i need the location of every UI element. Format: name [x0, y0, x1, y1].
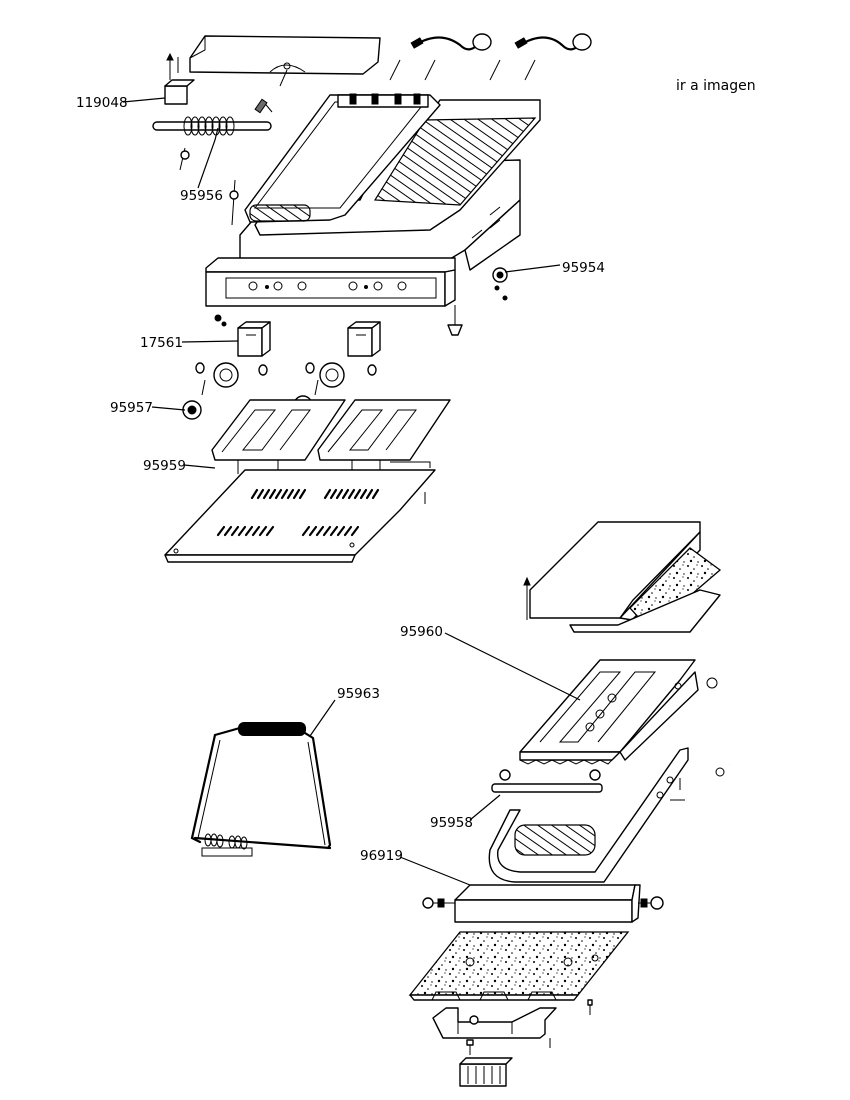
- top-cover: [189, 35, 381, 87]
- thermostat-part-95954: [214, 267, 508, 336]
- callout-95963: 95963: [337, 686, 380, 702]
- callout-labels: 119048 95956 95954 17561 95957 95959 959…: [76, 95, 605, 864]
- callout-95958: 95958: [430, 815, 473, 831]
- hinge-rod-with-springs: [152, 116, 272, 226]
- upper-cover-assembly: [523, 521, 722, 633]
- callout-95959: 95959: [143, 458, 186, 474]
- hinge-screws: [164, 52, 273, 114]
- handle-frame-95958: [488, 747, 689, 883]
- heating-elements-95959: [211, 399, 451, 474]
- callout-95957: 95957: [110, 400, 153, 416]
- callout-leaders: [122, 97, 581, 886]
- switch-boxes-17561: [237, 321, 381, 357]
- go-to-image-link[interactable]: ir a imagen: [676, 78, 756, 94]
- lower-insulation-tray: [408, 931, 630, 1015]
- callout-119048: 119048: [76, 95, 128, 111]
- hose-clip: [706, 677, 733, 777]
- callout-96919: 96919: [360, 848, 403, 864]
- upper-grill-plates: [244, 93, 541, 236]
- callout-95954: 95954: [562, 260, 605, 276]
- upper-heating-element-95960: [519, 659, 699, 765]
- control-knobs: [195, 362, 377, 396]
- callout-95960: 95960: [400, 624, 443, 640]
- support-stand-95963: [190, 722, 332, 857]
- callout-17561: 17561: [140, 335, 183, 351]
- callout-95956: 95956: [180, 188, 223, 204]
- bottom-plate: [164, 469, 436, 563]
- power-cords: [389, 33, 592, 81]
- bracket-and-terminal: [432, 1007, 557, 1087]
- front-panel-96919: [422, 884, 664, 923]
